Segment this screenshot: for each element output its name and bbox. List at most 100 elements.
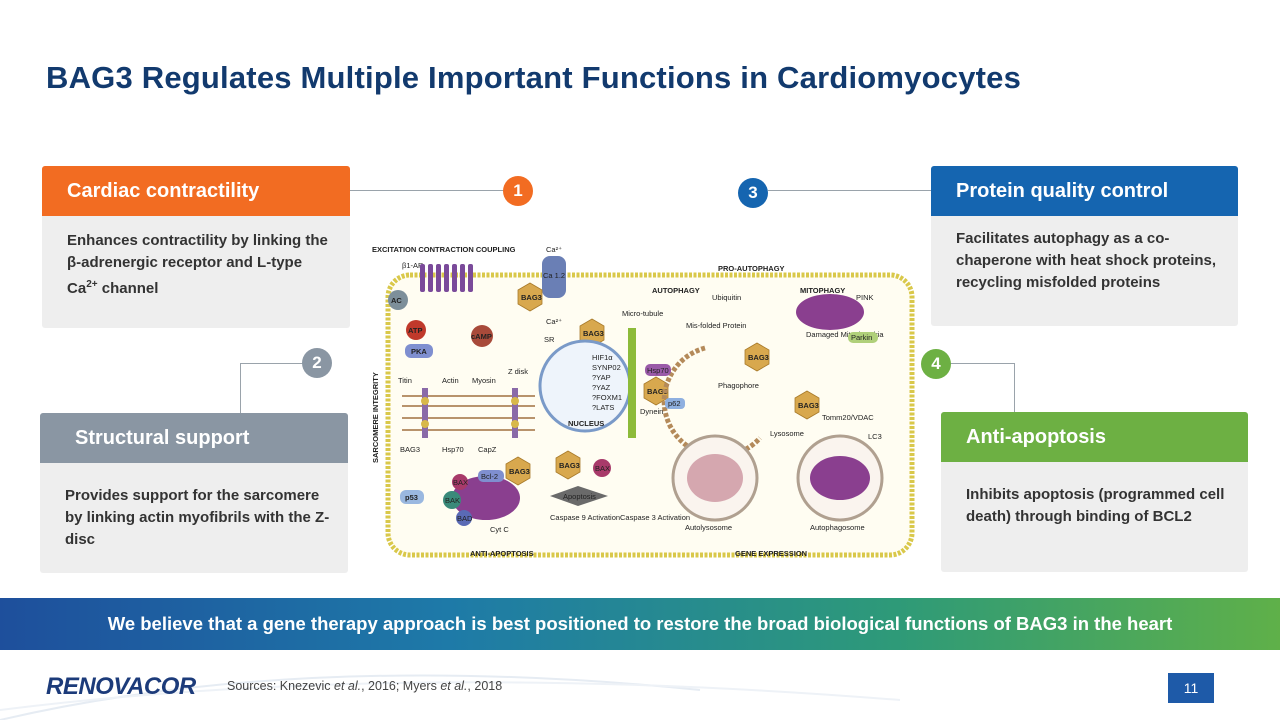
card-body: Inhibits apoptosis (programmed cell deat… [966,486,1225,525]
number-badge-2: 2 [302,348,332,378]
autophagosome-label: Autophagosome [810,523,865,532]
sarcomere-label: SARCOMERE INTEGRITY [371,372,380,463]
lc3-label: LC3 [868,432,882,441]
svg-text:?LATS: ?LATS [592,403,614,412]
bag3-label: BAG3 [521,293,542,302]
number-badge-4: 4 [921,349,951,379]
autolysosome-label: Autolysosome [685,523,732,532]
p62-label: p62 [668,399,681,408]
p62-node [665,398,685,409]
footer-swoosh [0,674,901,720]
ca-channel [542,256,566,298]
card-anti-apoptosis: Anti-apoptosis Inhibits apoptosis (progr… [941,412,1248,572]
superscript: 2+ [86,279,98,290]
myosin-label: Myosin [472,376,496,385]
card-heading: Anti-apoptosis [941,412,1248,462]
beta1-receptor [420,264,473,292]
bak-node [443,491,461,509]
svg-text:?YAZ: ?YAZ [592,383,611,392]
microtubule [628,328,636,438]
sources-end: , 2018 [467,679,503,693]
parkin-node [848,332,878,343]
damaged-label: Damaged Mitochondria [806,330,884,339]
svg-text:SYNP02: SYNP02 [592,363,621,372]
damaged-mitochondrion [796,294,864,330]
pka-node [405,344,433,358]
connector-line-4h [950,363,1015,364]
camp-node [471,325,493,347]
anti-apoptosis-label: ANTI-APOPTOSIS [470,549,534,558]
card-heading: Protein quality control [931,166,1238,216]
bak-label: BAK [445,496,460,505]
nucleus-label: NUCLEUS [568,419,604,428]
cal12-label: Ca 1.2 [543,271,565,280]
capz-label: CapZ [478,445,497,454]
sources-etal: et al. [440,679,468,693]
atp-node [406,320,426,340]
connector-line-1 [350,190,518,191]
svg-text:HIF1α: HIF1α [592,353,613,362]
card-heading: Structural support [40,413,348,463]
bag3-label: BAG3 [509,467,530,476]
sr-label: SR [544,335,555,344]
bag3-label: BAG3 [583,329,604,338]
conclusion-banner: We believe that a gene therapy approach … [0,598,1280,650]
lysosome-label: Lysosome [770,429,804,438]
card-body-tail: channel [97,280,159,297]
page-number: 11 [1168,673,1214,703]
sources-etal: et al. [334,679,362,693]
ca-top-label: Ca²⁺ [546,245,562,254]
zdisk-label: Z disk [508,367,528,376]
svg-text:?YAP: ?YAP [592,373,611,382]
hsp70-node [645,364,671,376]
tomm-label: Tomm20/VDAC [822,413,874,422]
pink-label: PINK [856,293,874,302]
apoptosis-label: Apoptosis [563,492,596,501]
connector-line-3 [768,190,931,191]
sources-prefix: Sources: Knezevic [227,679,334,693]
bcl2-label: Bcl-2 [481,472,498,481]
microtubule-label: Micro-tubule [622,309,663,318]
autophagy-label: AUTOPHAGY [652,286,700,295]
casp9-label: Caspase 9 Activation [550,513,620,522]
renovacor-logo: RENOVACOR [46,673,196,700]
card-body: Enhances contractility by linking the β-… [67,230,332,300]
bcl2-node [478,470,504,482]
actin-label: Actin [442,376,459,385]
connector-line-2h [240,363,305,364]
mitophagy-label: MITOPHAGY [800,286,845,295]
pka-label: PKA [411,347,427,356]
camp-label: cAMP [471,332,492,341]
bad-label: BAD [457,514,473,523]
connector-line-2 [240,363,241,413]
card-protein-quality-control: Protein quality control Facilitates auto… [931,166,1238,326]
sarcomere [402,388,535,438]
card-heading: Cardiac contractility [42,166,350,216]
hsp70-node-label: Hsp70 [647,366,669,375]
card-body-text: Enhances contractility by linking the β-… [67,232,328,297]
casp3-label: Caspase 3 Activation [620,513,690,522]
bax-node [452,474,468,490]
hsp70-label: Hsp70 [442,445,464,454]
ac-label: AC [391,296,402,305]
bag3-sarcomere-label: BAG3 [400,445,420,454]
b1ar-label: β1-AR [402,261,424,270]
sources-citation: Sources: Knezevic et al., 2016; Myers et… [227,679,502,693]
p53-node [400,490,424,504]
phagophore-label: Phagophore [718,381,759,390]
misfolded-label: Mis-folded Protein [686,321,746,330]
bag3-cell-diagram: EXCITATION CONTRACTION COUPLING PRO-AUTO… [371,245,915,558]
bag3-label: BAG3 [798,401,819,410]
page-title: BAG3 Regulates Multiple Important Functi… [46,60,1022,95]
sources-mid: , 2016; Myers [361,679,441,693]
card-body: Provides support for the sarcomere by li… [65,487,330,548]
ca-bottom-label: Ca²⁺ [546,317,562,326]
parkin-label: Parkin [851,333,872,342]
bax-node-2 [593,459,611,477]
gene-list: HIF1α SYNP02 ?YAP ?YAZ ?FOXM1 ?LATS [592,353,622,412]
atp-label: ATP [408,326,422,335]
pro-autophagy-label: PRO-AUTOPHAGY [718,264,785,273]
ecc-label: EXCITATION CONTRACTION COUPLING [372,245,516,254]
connector-line-4 [1014,363,1015,412]
bag3-label: BAG3 [647,387,668,396]
